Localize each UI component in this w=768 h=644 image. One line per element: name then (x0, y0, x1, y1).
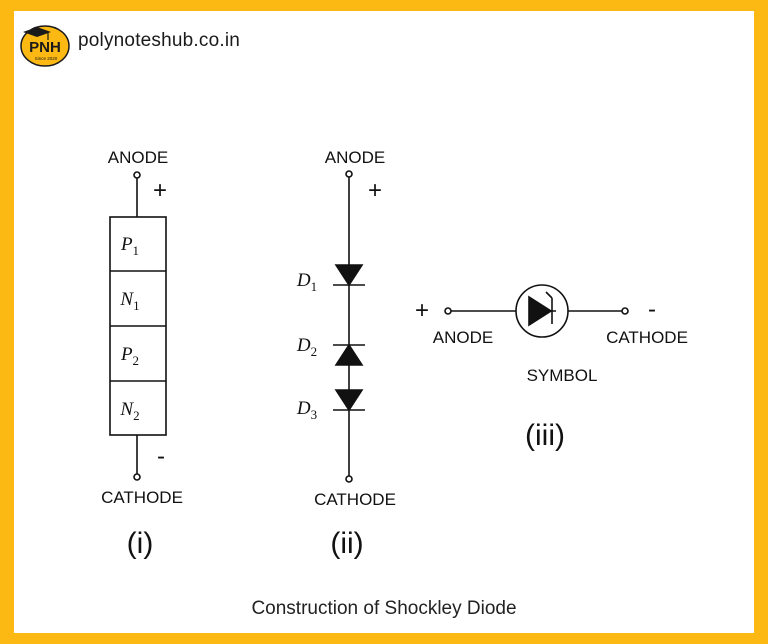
anode-terminal-ii (345, 170, 353, 178)
caption-i: (i) (127, 527, 154, 560)
symbol-label: SYMBOL (527, 366, 598, 385)
cathode-label-iii: CATHODE (606, 328, 688, 347)
cathode-label-i: CATHODE (101, 488, 183, 507)
logo-text: PNH (29, 39, 61, 56)
site-url[interactable]: polynoteshub.co.in (78, 30, 241, 51)
diode-d2-label: D2 (296, 335, 317, 359)
cathode-terminal-i (133, 473, 141, 481)
cathode-label-ii: CATHODE (314, 490, 396, 509)
diode-d3-triangle (334, 389, 364, 412)
symbol-triangle (528, 295, 553, 327)
caption-iii: (iii) (525, 419, 565, 452)
logo-tagline: Since 2020 (35, 56, 58, 61)
diode-d2-triangle (334, 343, 364, 366)
anode-terminal-iii (444, 307, 452, 315)
layer-p2: P2 (120, 344, 139, 368)
diagram-ii (333, 170, 365, 483)
plus-sign-ii: + (368, 177, 382, 204)
diagram-i (109, 171, 167, 481)
layer-p1: P1 (120, 234, 139, 258)
anode-label-i: ANODE (108, 148, 168, 167)
plus-sign-iii: + (415, 297, 429, 324)
anode-label-iii: ANODE (433, 328, 493, 347)
anode-terminal-i (133, 171, 141, 179)
diode-d1-triangle (334, 264, 364, 287)
cathode-terminal-iii (621, 307, 629, 315)
diode-d1-label: D1 (296, 270, 317, 294)
site-logo: PNH Since 2020 (20, 25, 70, 67)
layer-n1: N1 (119, 289, 139, 313)
cathode-terminal-ii (345, 475, 353, 483)
plus-sign-i: + (153, 177, 167, 204)
diagram-iii (444, 284, 629, 338)
symbol-bar-hook (545, 291, 553, 299)
minus-sign-i: - (157, 443, 165, 470)
diode-d3-label: D3 (296, 398, 317, 422)
minus-sign-iii: - (648, 296, 656, 323)
layer-n2: N2 (119, 399, 139, 423)
figure-caption: Construction of Shockley Diode (251, 598, 516, 619)
caption-ii: (ii) (330, 527, 363, 560)
anode-label-ii: ANODE (325, 148, 385, 167)
